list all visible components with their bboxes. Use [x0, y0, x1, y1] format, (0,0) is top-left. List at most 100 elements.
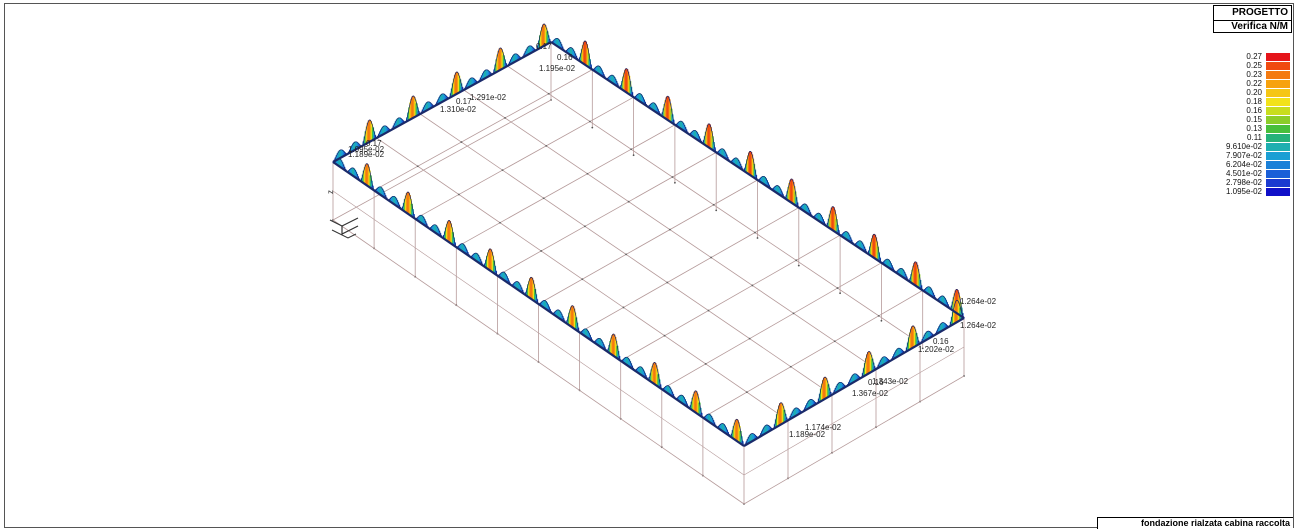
grid-line	[332, 219, 745, 505]
grid-line	[456, 124, 676, 248]
legend-swatch	[1266, 53, 1290, 61]
diagram-outline	[551, 309, 567, 324]
node-point	[499, 221, 501, 224]
project-title: PROGETTO	[1232, 7, 1288, 18]
grid-line	[579, 207, 799, 333]
diagram-outline	[346, 167, 361, 182]
diagram-outline	[904, 325, 921, 353]
diagram-outline	[483, 248, 498, 276]
diagram-outline	[701, 123, 717, 153]
node-point	[632, 154, 635, 157]
legend-swatch	[1266, 179, 1290, 187]
node-point	[789, 365, 792, 368]
node-point	[877, 314, 880, 317]
node-point	[921, 347, 924, 350]
value-label: 1.202e-02	[918, 345, 955, 354]
legend-value: 0.11	[1247, 133, 1262, 142]
node-point	[792, 312, 795, 315]
project-footer: fondazione rialzata cabina raccolta	[1097, 517, 1293, 529]
diagram-outline	[442, 220, 457, 248]
diagram-outline	[840, 231, 855, 245]
diagram-outline	[633, 93, 648, 107]
diagram-outline	[757, 175, 772, 190]
legend-value: 0.20	[1246, 88, 1262, 97]
diagram-outline	[787, 407, 803, 421]
diagram-outline	[376, 125, 392, 139]
value-label: 1.189e-02	[348, 150, 385, 159]
value-label: 1.174e-02	[805, 423, 842, 432]
diagram-outline	[772, 402, 789, 430]
value-label: 1.310e-02	[440, 105, 477, 114]
diagram-outline	[831, 381, 847, 396]
diagram-outline	[860, 351, 877, 378]
diagram-outline	[729, 418, 745, 447]
diagram-outline	[866, 233, 882, 263]
diagram-outline	[784, 178, 800, 208]
node-point	[545, 144, 548, 147]
diagram-outline	[661, 385, 676, 399]
value-label: 0.17	[366, 139, 382, 148]
grid-line	[538, 179, 758, 305]
legend-swatch	[1266, 116, 1290, 124]
diagram-outline	[798, 203, 813, 218]
diagram-outline	[702, 413, 717, 428]
diagram-outline	[934, 322, 950, 336]
diagram-outline	[469, 252, 484, 267]
value-label: 0.17	[536, 42, 552, 51]
diagram-outline	[647, 102, 662, 116]
legend-swatch	[1266, 125, 1290, 133]
node-point	[704, 363, 707, 365]
diagram-outline	[564, 47, 579, 61]
legend-value: 7.907e-02	[1225, 151, 1262, 160]
node-point	[586, 172, 589, 175]
axis-arrow	[331, 229, 357, 239]
grid-line	[661, 262, 882, 390]
diagram-outline	[688, 390, 704, 418]
value-label: 0.16	[557, 53, 573, 62]
diagram-outline	[390, 117, 406, 131]
diagram-outline	[524, 276, 539, 305]
diagram-outline	[919, 330, 935, 344]
diagram-outline	[949, 289, 965, 319]
diagram-outline	[620, 356, 635, 371]
diagram-outline	[456, 243, 471, 257]
diagram-outline	[688, 129, 703, 144]
diagram-outline	[579, 328, 594, 343]
node-point	[751, 284, 754, 287]
node-point	[630, 148, 633, 151]
diagram-outline	[577, 40, 593, 70]
node-point	[540, 250, 543, 252]
diagram-outline	[758, 424, 774, 439]
node-point	[669, 228, 671, 231]
diagram-outline	[405, 95, 421, 123]
node-point	[584, 225, 586, 228]
legend-swatch	[1266, 71, 1290, 79]
viewport-frame	[4, 3, 1294, 528]
value-label: 1.264e-02	[960, 297, 997, 306]
node-point	[712, 203, 715, 206]
diagram-outline	[936, 295, 951, 310]
value-label: 1.367e-02	[852, 389, 889, 398]
diagram-outline	[716, 148, 731, 162]
grid-line	[373, 69, 593, 191]
diagram-outline	[497, 271, 512, 286]
diagram-outline	[565, 305, 580, 333]
diagram-outline	[428, 224, 443, 238]
diagram-outline	[374, 186, 389, 201]
node-point	[707, 309, 710, 312]
diagram-outline	[846, 373, 862, 387]
value-label: 1.189e-02	[789, 430, 826, 439]
node-point	[547, 92, 550, 95]
diagram-outline	[771, 185, 786, 199]
value-label: 1.291e-02	[470, 93, 507, 102]
diagram-outline	[716, 423, 731, 437]
legend-value: 0.22	[1246, 79, 1262, 88]
node-point	[880, 319, 883, 322]
diagram-outline	[853, 240, 868, 254]
node-point	[756, 237, 759, 239]
diagram-outline	[401, 191, 416, 219]
diagram-outline	[492, 47, 508, 75]
grid-line	[702, 290, 923, 418]
diagram-outline	[660, 95, 676, 125]
